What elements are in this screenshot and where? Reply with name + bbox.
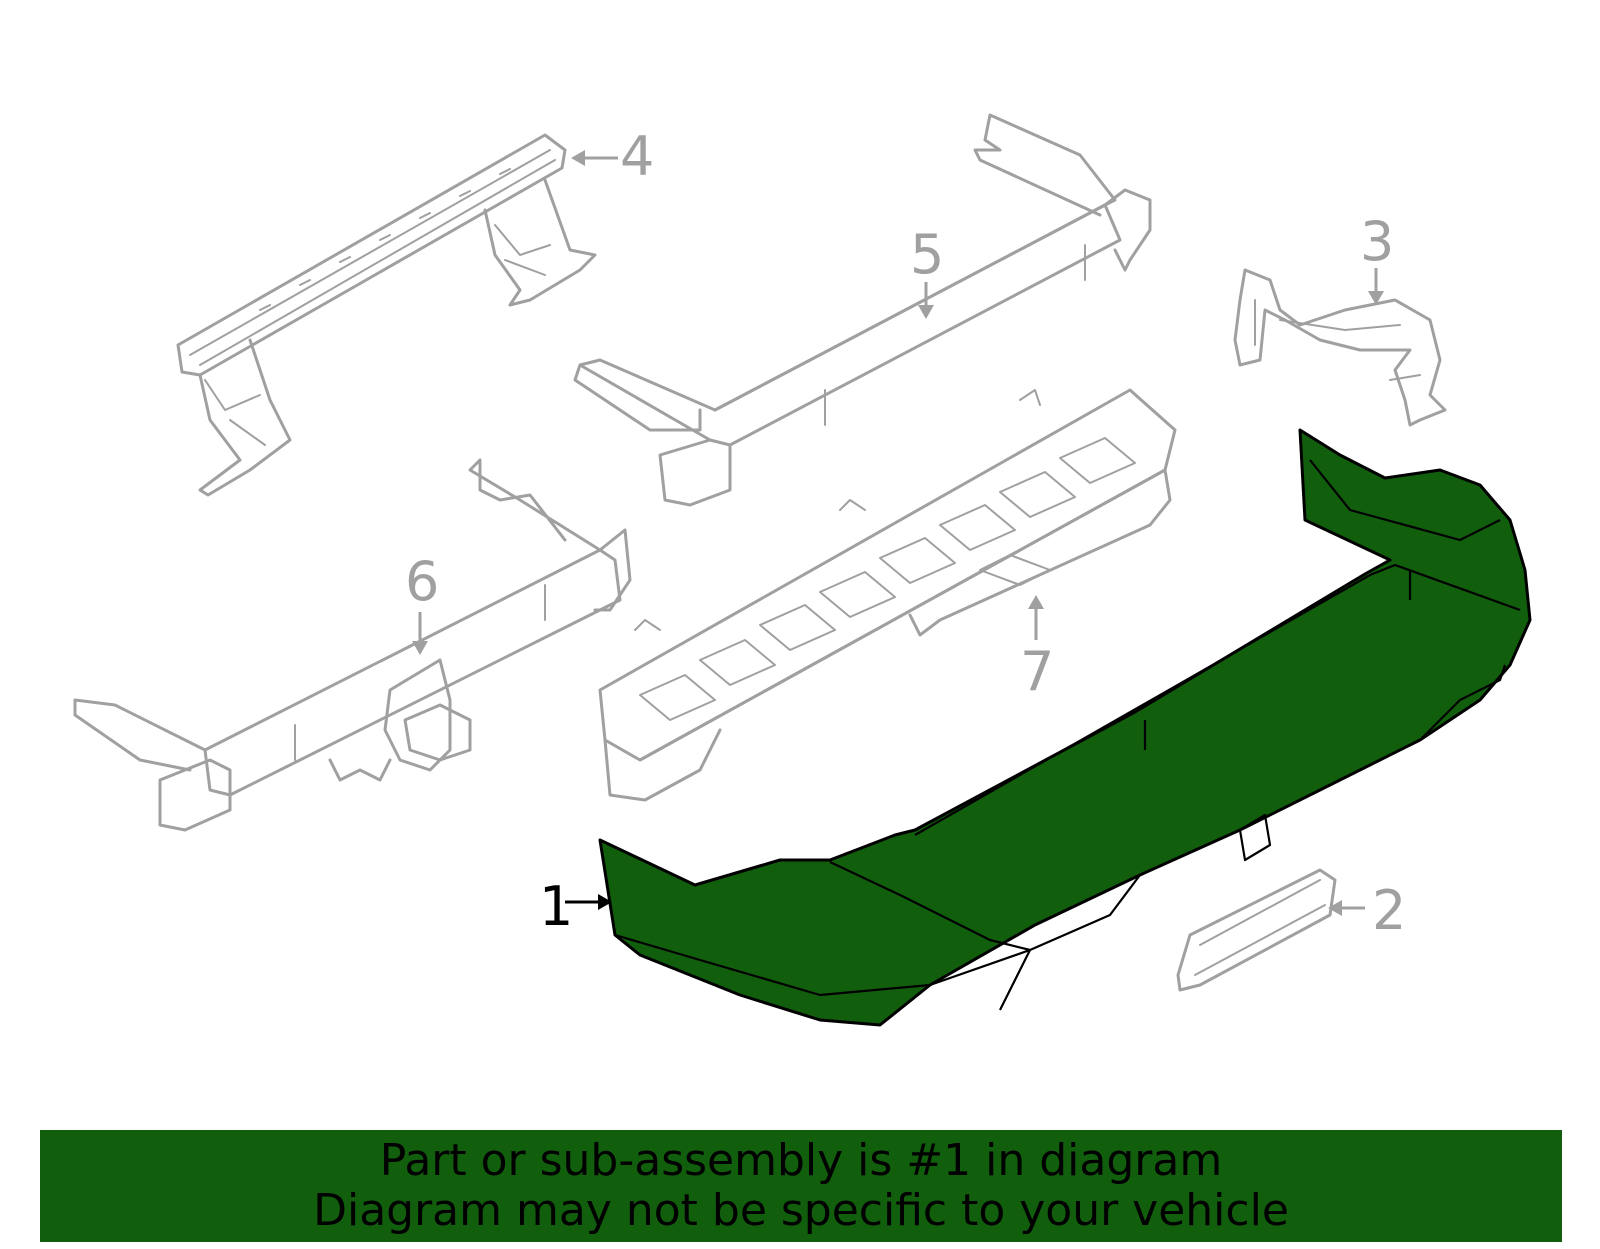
banner-line-2: Diagram may not be specific to your vehi…	[313, 1185, 1289, 1236]
info-banner: Part or sub-assembly is #1 in diagram Di…	[40, 1130, 1562, 1242]
callout-2: 2	[1372, 879, 1406, 942]
part-7-energy-absorber[interactable]	[598, 388, 1177, 802]
callout-5: 5	[910, 223, 944, 286]
bumper-cover-body	[598, 428, 1532, 1027]
part-4-reinforcement[interactable]	[176, 133, 597, 497]
part-5-impact-beam[interactable]	[573, 113, 1152, 507]
callout-1: 1	[539, 875, 573, 938]
banner-line-1: Part or sub-assembly is #1 in diagram	[379, 1135, 1223, 1186]
part-2-trim[interactable]	[1176, 868, 1337, 992]
callout-6: 6	[405, 550, 439, 613]
part-1-bumper-cover[interactable]	[598, 428, 1532, 1027]
part-6-hitch-beam[interactable]	[73, 458, 632, 832]
callout-leaders	[412, 150, 1384, 916]
callout-3: 3	[1360, 210, 1394, 273]
callout-7: 7	[1020, 640, 1054, 703]
callout-4: 4	[620, 125, 654, 188]
part-3-bracket[interactable]	[1233, 268, 1447, 427]
